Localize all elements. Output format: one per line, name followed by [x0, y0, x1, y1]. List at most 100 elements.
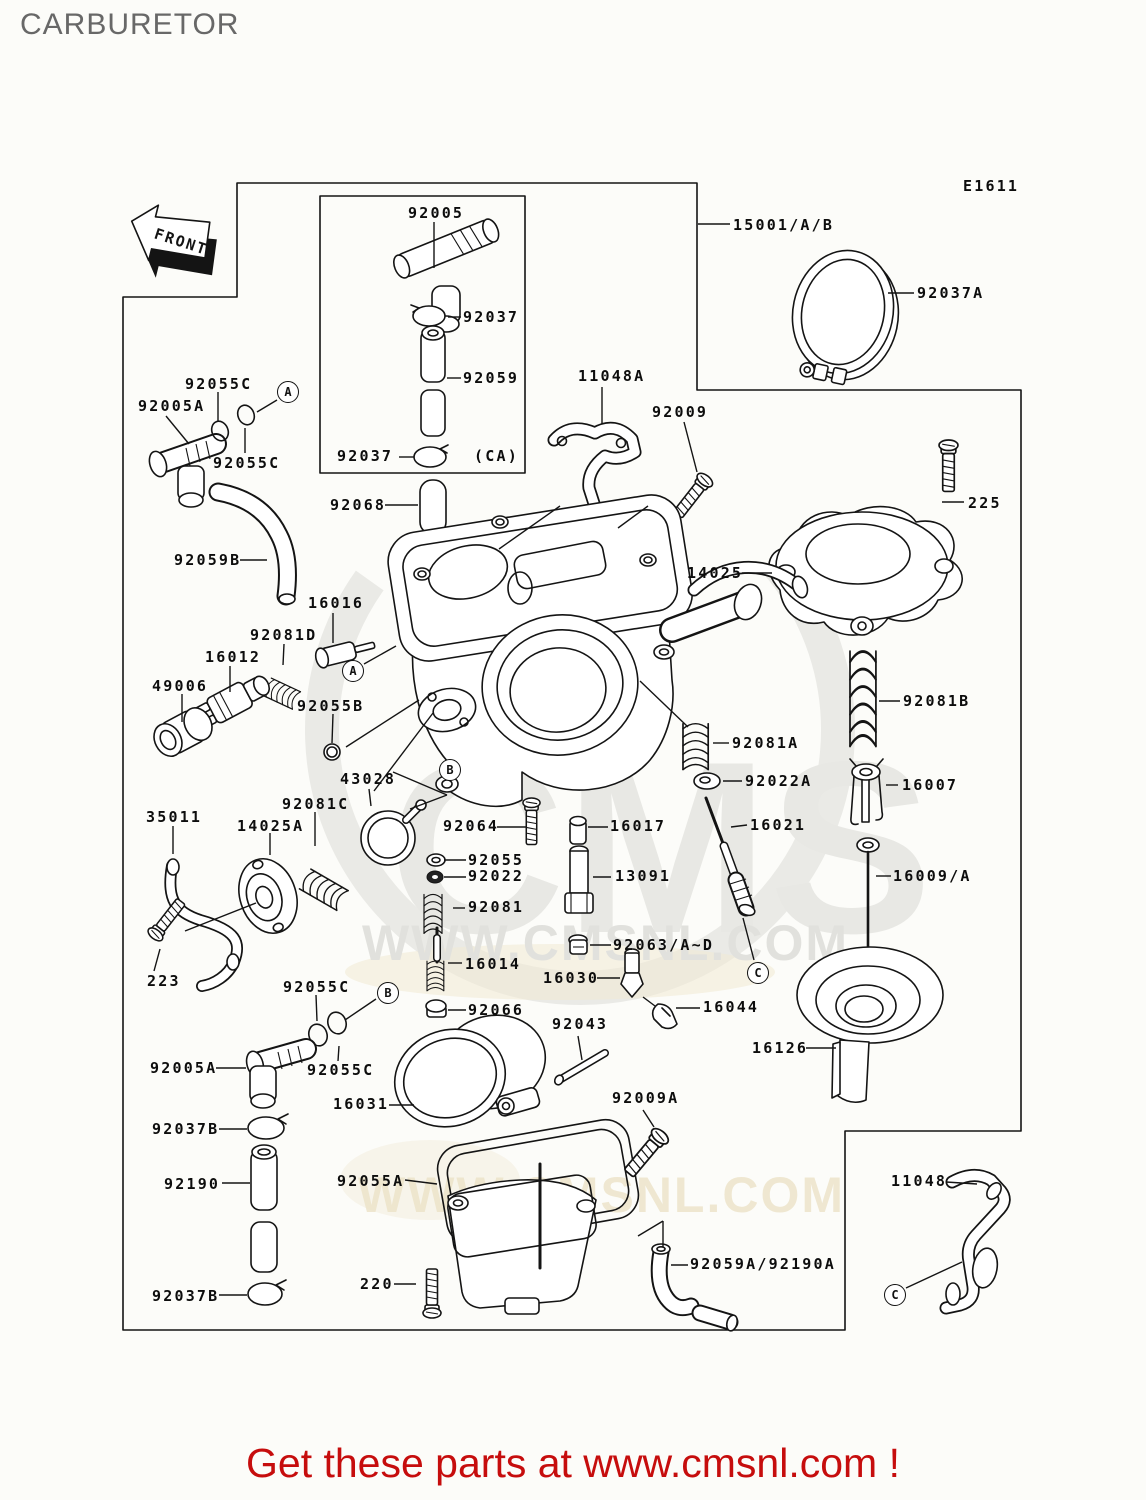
- part-label-92043: 92043: [552, 1015, 609, 1033]
- part-label-92022a: 92022A: [745, 772, 813, 790]
- bracket-35011-drawing: [164, 858, 244, 992]
- cmsnl-banner-link[interactable]: Get these parts at www.cmsnl.com !: [246, 1440, 900, 1486]
- hose-92059a-drawing: [650, 1243, 739, 1332]
- part-label-92005a: 92005A: [150, 1059, 218, 1077]
- part-label-14025: 14025: [687, 564, 744, 582]
- part-label-92081a: 92081A: [732, 734, 800, 752]
- part-label-16014: 16014: [465, 955, 522, 973]
- ref-bubble-c: C: [884, 1284, 906, 1306]
- jet-13091-drawing: [564, 845, 594, 914]
- part-label-e1611: E1611: [963, 177, 1020, 195]
- part-label-92059: 92059: [463, 369, 520, 387]
- float-valve-16030-drawing: [620, 948, 644, 998]
- carburetor-body-drawing: [387, 494, 809, 808]
- leader-lines: [153, 222, 978, 1296]
- vacuum-piston-16126-drawing: [796, 946, 944, 1104]
- part-label-92190: 92190: [164, 1175, 221, 1193]
- clip-16044-drawing: [651, 1003, 678, 1030]
- diagram-border: [122, 182, 1022, 1331]
- part-label-92055a: 92055A: [337, 1172, 405, 1190]
- front-arrow: FRONT: [130, 204, 217, 278]
- part-label-16030: 16030: [543, 969, 600, 987]
- part-label-223: 223: [147, 972, 181, 990]
- idle-screw-cluster-drawing: [153, 641, 376, 761]
- washer-92022a-drawing: [693, 772, 721, 790]
- part-label-16012: 16012: [205, 648, 262, 666]
- part-label-16126: 16126: [752, 1039, 809, 1057]
- part-label-13091: 13091: [615, 867, 672, 885]
- watermark-url-text-cream: WWW.CMSNL.COM: [358, 1167, 845, 1223]
- part-label-92055b: 92055B: [297, 697, 365, 715]
- part-label-92081: 92081: [468, 898, 525, 916]
- part-label-92064: 92064: [443, 817, 500, 835]
- part-label-92081b: 92081B: [903, 692, 971, 710]
- ca-inset-box: [319, 195, 526, 474]
- watermark-url-text: WWW.CMSNL.COM: [362, 915, 849, 971]
- o-rings-92055c-top-drawing: [210, 404, 256, 442]
- float-bowl-drawing: [447, 1162, 597, 1315]
- part-label-16031: 16031: [333, 1095, 390, 1113]
- hose-92059b-drawing: [208, 482, 297, 606]
- tube-92059-drawing: [420, 325, 446, 437]
- ref-bubble-a: A: [342, 660, 364, 682]
- bracket-11048-drawing: [939, 1169, 1011, 1315]
- part-label-35011: 35011: [146, 808, 203, 826]
- part-label-92005: 92005: [408, 204, 465, 222]
- part-label-15001-a-b: 15001/A/B: [733, 216, 835, 234]
- clamp-ring-92037a-drawing: [791, 249, 900, 386]
- jet-16017-drawing: [569, 815, 587, 845]
- cap-92068-drawing: [419, 479, 447, 535]
- holder-16007-drawing: [849, 758, 884, 826]
- screw-223-drawing: [145, 895, 189, 945]
- part-label-16016: 16016: [308, 594, 365, 612]
- part-label-49006: 49006: [152, 677, 209, 695]
- ref-bubble-a: A: [277, 381, 299, 403]
- part-label-92081d: 92081D: [250, 626, 318, 644]
- needle-screw-16014-drawing: [426, 926, 445, 992]
- screw-220-drawing: [422, 1268, 442, 1319]
- diaphragm-43028-drawing: [360, 799, 427, 866]
- page-title: CARBURETOR: [20, 8, 240, 41]
- pin-92043-drawing: [553, 1049, 609, 1086]
- part-label-92009a: 92009A: [612, 1089, 680, 1107]
- part-label-92037a: 92037A: [917, 284, 985, 302]
- screw-92064-drawing: [522, 797, 541, 846]
- part-label-16017: 16017: [610, 817, 667, 835]
- part-label-92022: 92022: [468, 867, 525, 885]
- part-label-92037: 92037: [463, 308, 520, 326]
- part-label-220: 220: [360, 1275, 394, 1293]
- part-label-92081c: 92081C: [282, 795, 350, 813]
- part-label-92055c: 92055C: [307, 1061, 375, 1079]
- elbow-fitting-92005a-drawing: [148, 433, 227, 508]
- part-label-16021: 16021: [750, 816, 807, 834]
- spring-92081c-drawing: [298, 868, 349, 912]
- part-label-92059b: 92059B: [174, 551, 242, 569]
- jet-92063-drawing: [568, 934, 588, 955]
- part-label-16007: 16007: [902, 776, 959, 794]
- part-label-11048: 11048: [891, 1172, 948, 1190]
- ref-bubble-c: C: [747, 962, 769, 984]
- part-label-92037: 92037: [337, 447, 394, 465]
- ref-bubble-b: B: [377, 982, 399, 1004]
- rings-92055-92022-drawing: [426, 853, 446, 884]
- part-label-92055c: 92055C: [283, 978, 351, 996]
- tube-92190-drawing: [250, 1144, 278, 1273]
- part-label-16044: 16044: [703, 998, 760, 1016]
- clamp-92037-drawing: [410, 304, 449, 468]
- cover-14025-drawing: [768, 505, 963, 636]
- part-label-92055c: 92055C: [185, 375, 253, 393]
- part-label-92009: 92009: [652, 403, 709, 421]
- part-label-92068: 92068: [330, 496, 387, 514]
- needle-16021-drawing: [704, 796, 756, 917]
- cover-14025a-drawing: [238, 858, 298, 934]
- part-label-92066: 92066: [468, 1001, 525, 1019]
- part-label-225: 225: [968, 494, 1002, 512]
- part-label-92059a-92190a: 92059A/92190A: [690, 1255, 836, 1273]
- part-label-16009-a: 16009/A: [893, 867, 972, 885]
- part-label--ca-: (CA): [474, 447, 519, 465]
- floats-16031-drawing: [393, 1014, 547, 1128]
- part-label-11048a: 11048A: [578, 367, 646, 385]
- part-label-92063-a-d: 92063/A~D: [613, 936, 715, 954]
- part-label-92005a: 92005A: [138, 397, 206, 415]
